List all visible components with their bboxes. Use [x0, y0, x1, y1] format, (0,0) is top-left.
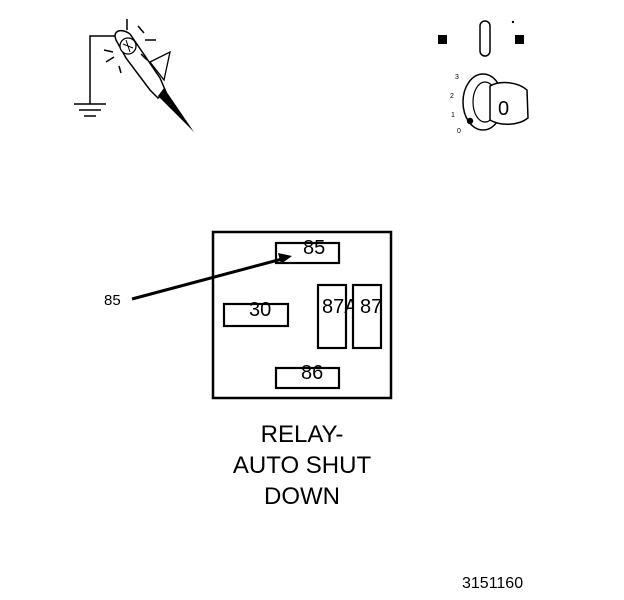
ignition-switch-key-icon: 0 3 2 1 0 — [438, 20, 529, 135]
relay-pin-87a: 87A — [316, 283, 358, 350]
callout-label: 85 — [104, 292, 121, 309]
svg-text:DOWN: DOWN — [264, 483, 340, 510]
ignition-key-label: 0 — [498, 98, 509, 120]
ignition-position-label: 0 — [457, 128, 461, 135]
relay-pin-87: 87 — [351, 283, 382, 350]
svg-text:87A: 87A — [322, 296, 358, 318]
relay-body: 85 30 87A 87 86 — [211, 230, 393, 400]
callout-85: 85 — [104, 253, 292, 309]
ignition-position-label: 2 — [450, 93, 454, 100]
svg-text:RELAY-: RELAY- — [261, 421, 344, 448]
relay-caption: RELAY- AUTO SHUT DOWN — [233, 421, 372, 510]
relay-pin-30: 30 — [222, 299, 290, 328]
relay-pin-85: 85 — [274, 237, 341, 265]
svg-text:87: 87 — [360, 296, 382, 318]
relay-pin-86: 86 — [274, 362, 341, 390]
figure-id: 3151160 — [462, 575, 523, 592]
ignition-position-label: 3 — [455, 74, 459, 81]
svg-text:AUTO SHUT: AUTO SHUT — [233, 452, 372, 479]
ignition-position-label: 1 — [451, 112, 455, 119]
svg-text:30: 30 — [249, 299, 271, 321]
ground-symbol-icon — [74, 103, 106, 117]
test-light-probe-icon — [74, 19, 194, 132]
svg-text:86: 86 — [301, 362, 323, 384]
svg-text:85: 85 — [303, 237, 325, 259]
